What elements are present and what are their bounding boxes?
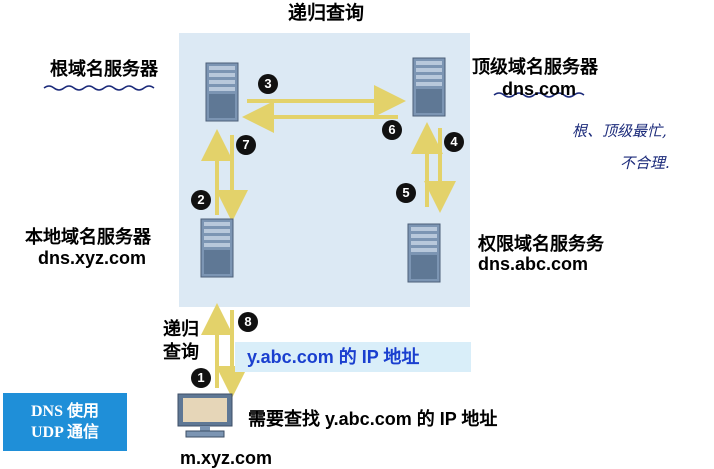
tld-server-domain: dns.com (502, 79, 577, 99)
tld-server-label: 顶级域名服务器 (472, 57, 598, 77)
dns-note-line2: UDP 通信 (30, 424, 99, 441)
step-5-badge: 5 (396, 183, 416, 203)
auth-server-icon (407, 223, 441, 283)
local-server-domain: dns.xyz.com (38, 248, 147, 268)
step-8-badge: 8 (238, 312, 258, 332)
dns-udp-note: DNS 使用 UDP 通信 (3, 393, 127, 451)
client-query-text: 需要查找 y.abc.com 的 IP 地址 (248, 409, 498, 429)
step-2-badge: 2 (191, 190, 211, 210)
local-server-label: 本地域名服务器 (25, 227, 151, 247)
auth-server-label: 权限域名服务务 (478, 234, 604, 254)
root-underline-scribble (43, 85, 155, 91)
dns-note-line1: DNS 使用 (30, 403, 99, 420)
root-server-icon (205, 62, 239, 122)
step-4-badge: 4 (444, 132, 464, 152)
client-computer-icon (177, 393, 233, 438)
ip-address-box: y.abc.com 的 IP 地址 (235, 342, 471, 372)
step-6-badge: 6 (382, 120, 402, 140)
tld-server-icon (412, 57, 446, 117)
step-3-badge: 3 (258, 74, 278, 94)
auth-server-domain: dns.abc.com (478, 254, 589, 274)
tld-underline-scribble (493, 92, 585, 98)
root-server-label: 根域名服务器 (50, 59, 158, 79)
diagram-title: 递归查询 (288, 3, 365, 24)
local-server-icon (200, 218, 234, 278)
client-host-label: m.xyz.com (180, 448, 273, 468)
step-1-badge: 1 (191, 368, 211, 388)
recursive-query-label-line2: 查询 (163, 342, 199, 362)
handwritten-note-line1: 根、顶级最忙, (572, 122, 667, 140)
handwritten-note-line2: 不合理. (620, 154, 670, 172)
step-7-badge: 7 (236, 135, 256, 155)
recursive-query-label-line1: 递归 (163, 319, 199, 339)
